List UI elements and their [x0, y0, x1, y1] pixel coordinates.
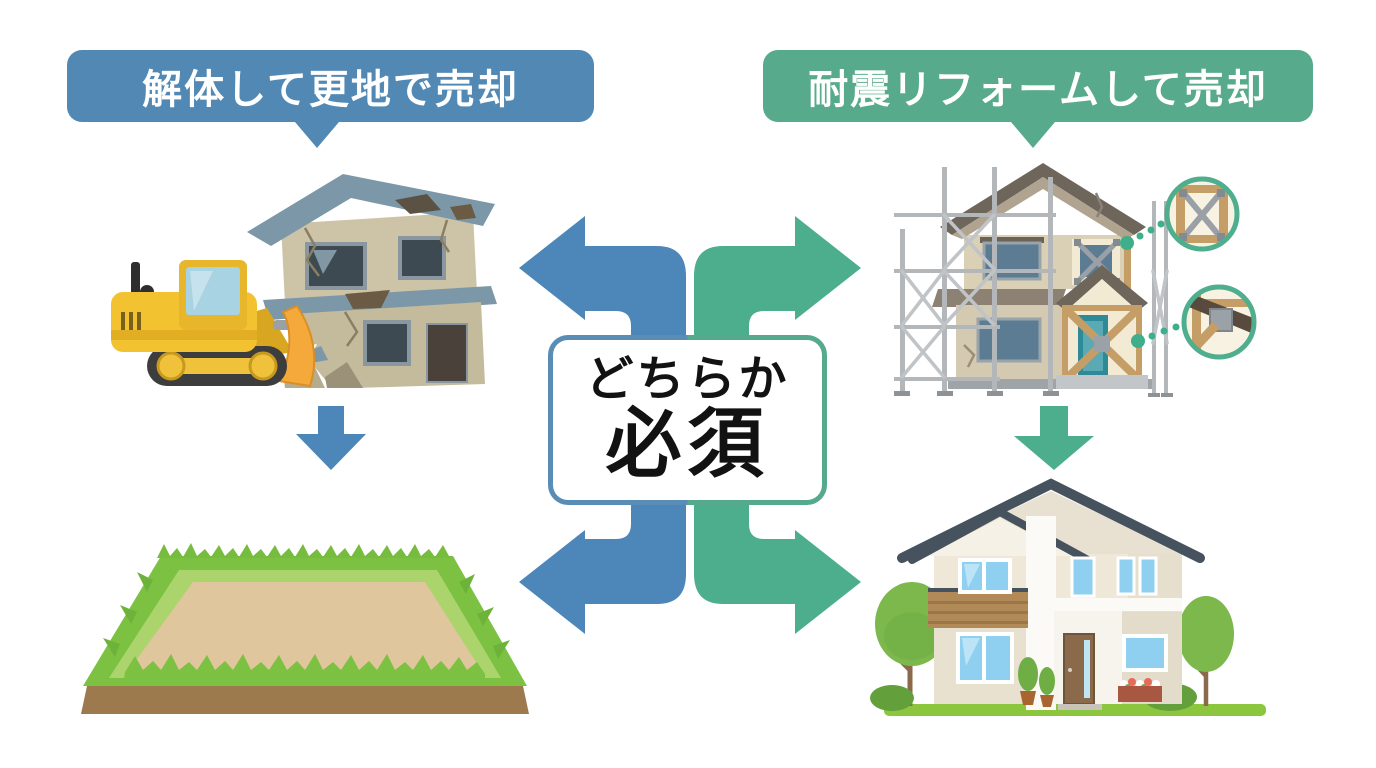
house-body [897, 478, 1205, 710]
right-tree-icon [1178, 596, 1234, 706]
banner-demolish-option: 解体して更地で売却 [67, 50, 594, 148]
damaged-house-icon [247, 174, 497, 388]
required-note-line1: どちらか [585, 352, 790, 406]
required-note-inner: どちらか 必須 [553, 340, 822, 500]
flower-planter-icon [1118, 678, 1162, 702]
banner-demolish-label: 解体して更地で売却 [142, 68, 519, 112]
vacant-land-icon [81, 543, 529, 714]
banner-retrofit-option: 耐震リフォームして売却 [763, 50, 1313, 148]
banner-retrofit-label: 耐震リフォームして売却 [808, 68, 1268, 112]
required-note-line2: 必須 [605, 402, 770, 488]
down-arrow-right-icon [1014, 406, 1094, 470]
brace-detail-callout-bottom-icon [1131, 284, 1257, 360]
down-arrow-left-icon [296, 406, 366, 470]
bulldozer-icon [111, 260, 316, 388]
scaffold-house-illustration [894, 163, 1257, 397]
windows [956, 556, 1168, 684]
retrofit-house-icon [932, 163, 1152, 389]
brace-detail-callout-top-icon [1120, 176, 1240, 252]
required-note-box: どちらか 必須 [548, 335, 827, 505]
bulldozer-demolition-illustration [111, 174, 497, 388]
renovated-house-icon [870, 478, 1266, 716]
scaffolding-icon [894, 167, 1173, 397]
front-door-icon [1063, 633, 1095, 705]
topiary-plants-icon [1018, 657, 1055, 707]
